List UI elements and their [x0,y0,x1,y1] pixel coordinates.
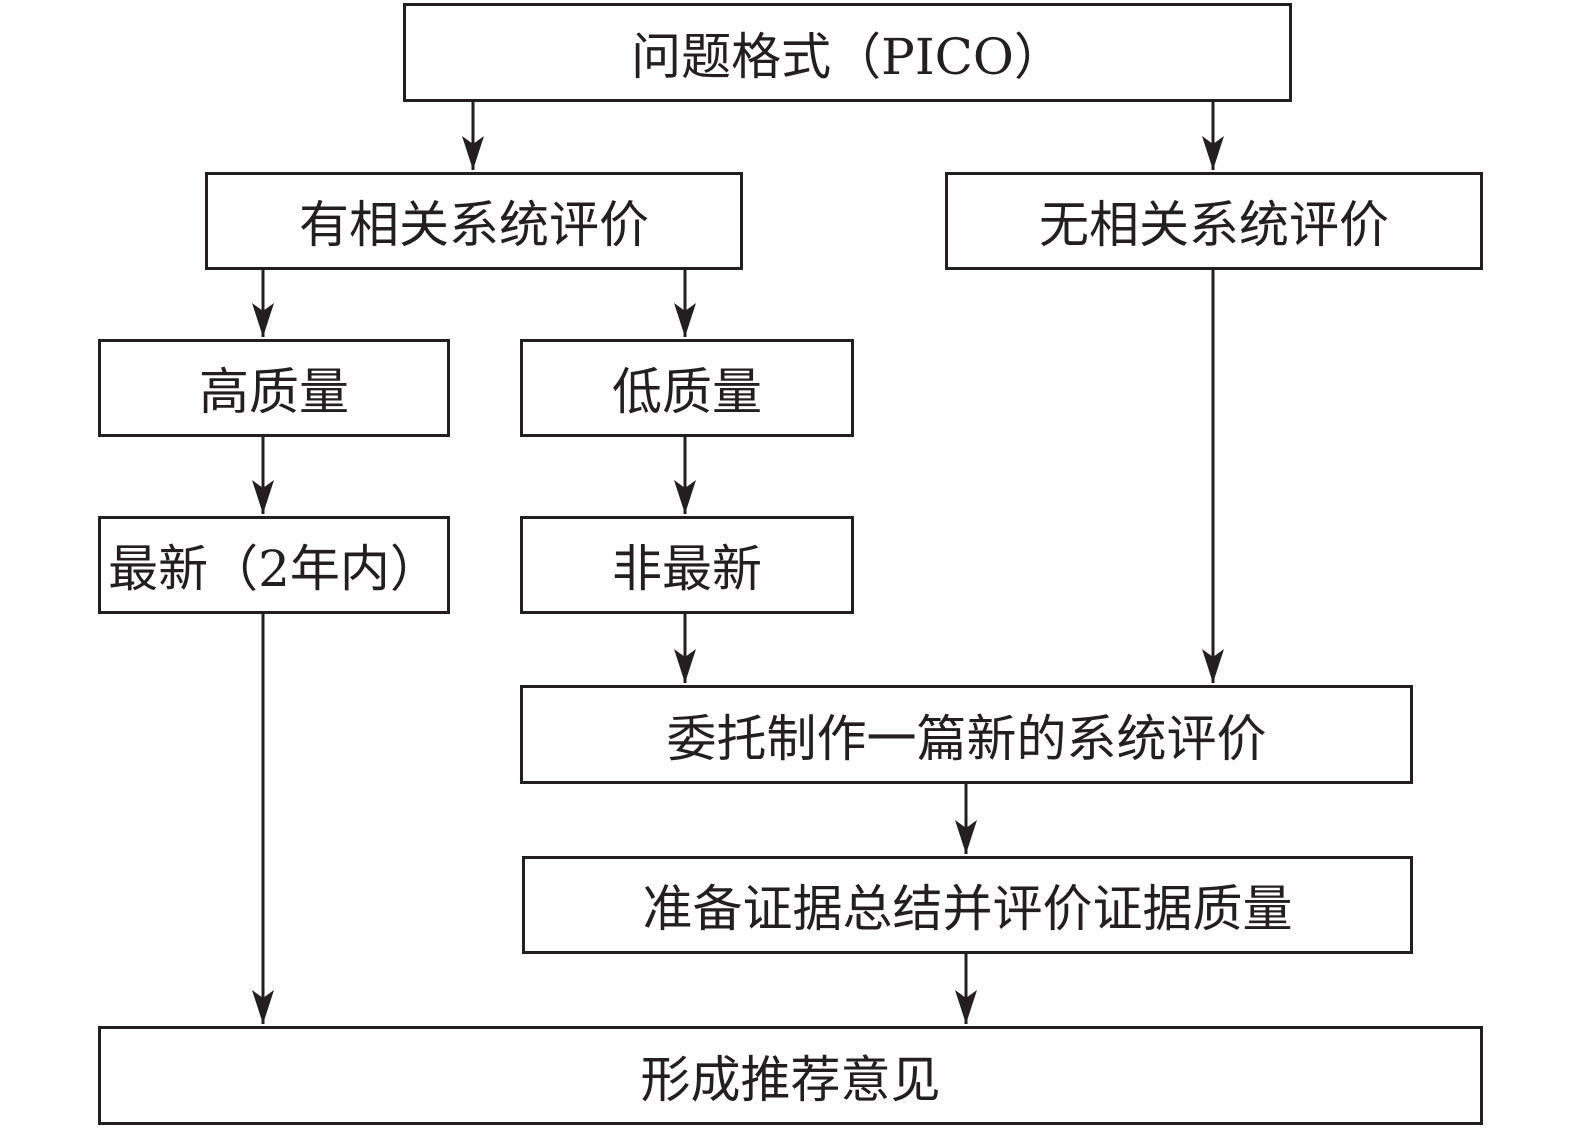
arrowhead-has-review [462,136,484,170]
node-recent-label: 最新（2年内） [108,540,440,598]
arrowhead-commission-right [1202,649,1224,683]
node-low-quality: 低质量 [520,339,854,437]
arrowhead-recommend-right [955,990,977,1024]
node-has-review: 有相关系统评价 [205,172,743,270]
arrowhead-commission-left [674,649,696,683]
node-recent: 最新（2年内） [98,516,450,614]
arrowhead-prepare [955,820,977,854]
arrowhead-high-quality [252,303,274,337]
node-no-review: 无相关系统评价 [945,172,1483,270]
node-prepare-label: 准备证据总结并评价证据质量 [642,880,1293,938]
node-pico-label: 问题格式（PICO） [631,27,1064,86]
arrowhead-no-review [1202,136,1224,170]
node-prepare: 准备证据总结并评价证据质量 [522,856,1413,954]
arrowhead-recommend-left [252,990,274,1024]
arrowhead-low-quality [674,303,696,337]
arrowhead-recent [252,480,274,514]
node-pico: 问题格式（PICO） [403,3,1292,102]
node-high-quality: 高质量 [98,339,450,437]
node-low-quality-label: 低质量 [612,363,762,421]
node-has-review-label: 有相关系统评价 [299,196,649,254]
node-not-recent-label: 非最新 [612,540,762,598]
node-recommend-label: 形成推荐意见 [640,1050,941,1109]
node-high-quality-label: 高质量 [199,363,349,421]
node-commission: 委托制作一篇新的系统评价 [520,685,1413,784]
node-recommend: 形成推荐意见 [98,1026,1483,1125]
arrowhead-not-recent [674,480,696,514]
node-no-review-label: 无相关系统评价 [1039,196,1389,254]
node-commission-label: 委托制作一篇新的系统评价 [666,709,1267,768]
node-not-recent: 非最新 [520,516,854,614]
